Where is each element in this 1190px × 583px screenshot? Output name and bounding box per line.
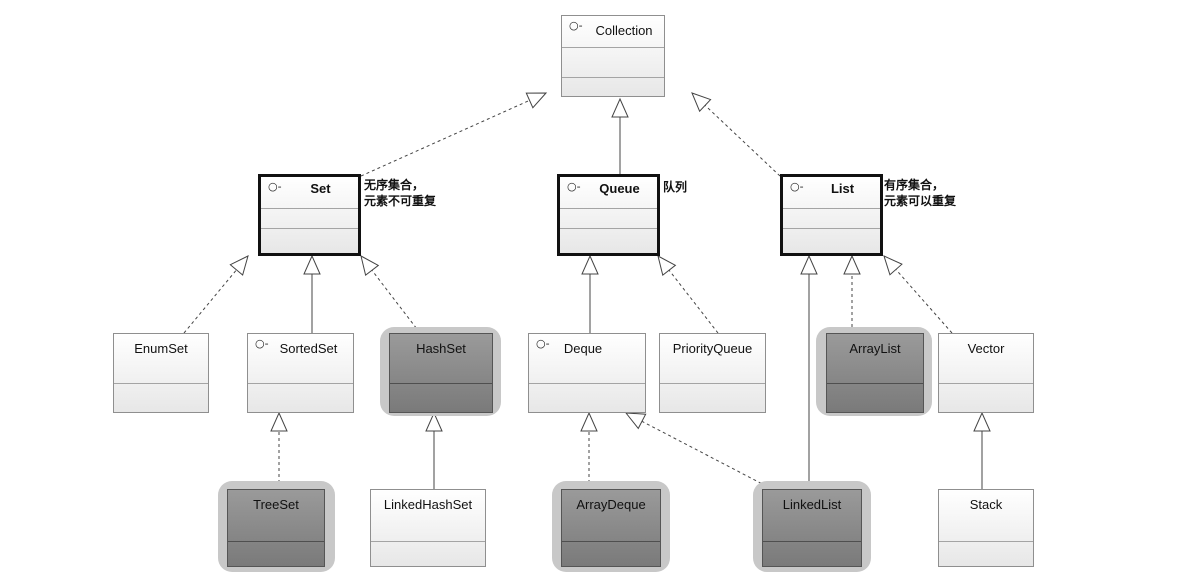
edge-stack-to-vector-arrowhead [973, 411, 991, 432]
list-note: 有序集合， 元素可以重复 [884, 177, 956, 209]
edge-priorityqueue-to-queue-arrowhead [657, 255, 677, 276]
edge-deque-to-queue-arrowhead [581, 254, 599, 275]
hashset-label: HashSet [416, 341, 466, 356]
set-interface-box: ○- Set [258, 174, 361, 256]
edge-linkedlist-to-deque-arrowhead [624, 412, 647, 430]
interface-icon: ○- [790, 180, 804, 193]
treeset-class-box: TreeSet [227, 489, 325, 567]
stack-label: Stack [969, 497, 1003, 512]
edge-priorityqueue-to-queue [668, 269, 719, 334]
queue-note: 队列 [663, 179, 687, 195]
priorityqueue-label: PriorityQueue [672, 341, 753, 356]
vector-label: Vector [967, 341, 1005, 356]
list-note-line2: 元素可以重复 [884, 194, 957, 208]
enumset-class-box: EnumSet [113, 333, 209, 413]
interface-icon: ○- [268, 180, 282, 193]
queue-note-line1: 队列 [663, 180, 688, 194]
interface-icon: ○- [536, 337, 550, 350]
treeset-label: TreeSet [253, 497, 299, 512]
edge-treeset-to-sortedset-arrowhead [270, 411, 288, 432]
linkedhashset-label: LinkedHashSet [383, 497, 473, 512]
edge-arraydeque-to-deque-arrowhead [580, 411, 598, 432]
linkedhashset-class-box: LinkedHashSet [370, 489, 486, 567]
deque-interface-box: ○- Deque [528, 333, 646, 413]
sortedset-interface-box: ○- SortedSet [247, 333, 354, 413]
edge-sortedset-to-set-arrowhead [303, 254, 321, 275]
deque-label: Deque [563, 341, 603, 356]
edge-linkedlist-to-list-arrowhead [800, 254, 818, 275]
arraylist-label: ArrayList [849, 341, 901, 356]
set-note-line2: 元素不可重复 [364, 194, 437, 208]
set-label: Set [310, 181, 331, 196]
edge-hashset-to-set [371, 269, 421, 334]
vector-class-box: Vector [938, 333, 1034, 413]
set-note: 无序集合， 元素不可重复 [364, 177, 436, 209]
priorityqueue-class-box: PriorityQueue [659, 333, 766, 413]
edge-linkedlist-to-deque [641, 420, 773, 490]
edge-set-to-collection [360, 99, 530, 177]
interface-icon: ○- [567, 180, 581, 193]
collection-label: Collection [595, 23, 653, 38]
interface-icon: ○- [569, 19, 583, 32]
collection-interface-box: ○- Collection [561, 15, 665, 97]
list-interface-box: ○- List [780, 174, 883, 256]
arraydeque-class-box: ArrayDeque [561, 489, 661, 567]
arraydeque-label: ArrayDeque [576, 497, 646, 512]
edge-vector-to-list-arrowhead [883, 255, 903, 276]
enumset-label: EnumSet [134, 341, 188, 356]
edge-list-to-collection [704, 104, 781, 177]
sortedset-label: SortedSet [279, 341, 338, 356]
stack-class-box: Stack [938, 489, 1034, 567]
edge-enumset-to-set [183, 269, 237, 334]
hashset-class-box: HashSet [389, 333, 493, 413]
interface-icon: ○- [255, 337, 269, 350]
list-note-line1: 有序集合， [884, 178, 945, 192]
linkedlist-class-box: LinkedList [762, 489, 862, 567]
edge-hashset-to-set-arrowhead [360, 255, 380, 277]
edge-arraylist-to-list-arrowhead [843, 254, 861, 275]
queue-label: Queue [599, 181, 640, 196]
queue-interface-box: ○- Queue [557, 174, 660, 256]
edge-enumset-to-set-arrowhead [229, 255, 249, 276]
edge-vector-to-list [895, 269, 953, 334]
edge-list-to-collection-arrowhead [691, 92, 712, 113]
edge-linkedhashset-to-hashset-arrowhead [425, 411, 443, 432]
edge-queue-to-collection-arrowhead [611, 97, 629, 118]
edge-set-to-collection-arrowhead [525, 92, 548, 109]
set-note-line1: 无序集合， [364, 178, 425, 192]
arraylist-class-box: ArrayList [826, 333, 924, 413]
linkedlist-label: LinkedList [782, 497, 842, 512]
list-label: List [830, 181, 855, 196]
